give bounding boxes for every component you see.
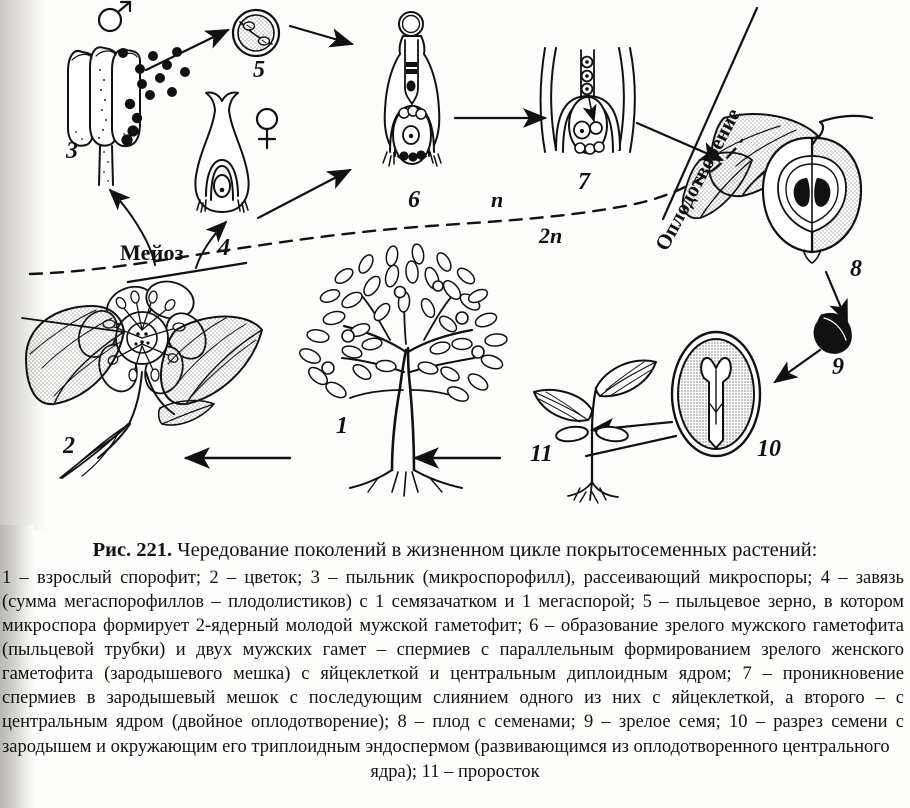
label-6: 6 xyxy=(408,187,420,213)
label-3: 3 xyxy=(66,138,78,164)
anther-drawing xyxy=(67,28,230,186)
fertilization-drawing xyxy=(539,47,636,155)
male-symbol-icon xyxy=(97,0,132,33)
arrow-meiosis-to-anther xyxy=(108,188,156,266)
pollen-grain-drawing xyxy=(231,8,355,58)
label-5: 5 xyxy=(253,57,265,83)
label-2: 2 xyxy=(63,433,75,459)
meiosis-underline xyxy=(126,261,248,284)
adult-tree-drawing xyxy=(183,243,508,497)
label-8: 8 xyxy=(850,256,862,282)
label-10: 10 xyxy=(757,436,781,462)
caption-title: Рис. 221. Чередование поколений в жизнен… xyxy=(18,538,892,562)
label-n: n xyxy=(491,187,504,212)
seed-drawing xyxy=(773,313,852,384)
apple-fruit-drawing xyxy=(681,113,874,325)
ploidy-boundary-dashed-line xyxy=(28,138,744,276)
arrow-ovary-to-embryosac xyxy=(256,168,352,220)
pollen-tube-embryo-sac-drawing xyxy=(382,11,548,167)
seedling-drawing xyxy=(412,359,657,504)
arrow-anther-to-pollen xyxy=(144,28,230,72)
diagram-svg xyxy=(21,0,874,504)
label-11: 11 xyxy=(530,441,553,467)
label-9: 9 xyxy=(832,354,844,380)
caption-body: 1 – взрослый спорофит; 2 – цветок; 3 – п… xyxy=(2,568,904,757)
female-symbol-icon xyxy=(255,107,279,150)
seed-section-drawing xyxy=(584,330,762,458)
figure-caption: Рис. 221. Чередование поколений в жизнен… xyxy=(0,528,910,784)
caption-title-text: Чередование поколений в жизненном цикле … xyxy=(177,539,818,561)
fertilization-underline xyxy=(661,6,759,221)
label-1: 1 xyxy=(336,413,348,439)
figure-number: Рис. 221. xyxy=(92,539,173,561)
arrow-fruit-to-seed xyxy=(824,270,849,325)
arrow-seed-to-section xyxy=(773,348,822,384)
label-4: 4 xyxy=(218,235,230,261)
arrow-meiosis-to-ovary xyxy=(195,220,228,269)
caption-last-line: ядра); 11 – проросток xyxy=(370,761,540,782)
label-2n: 2n xyxy=(539,223,563,248)
arrow-pollen-to-tube xyxy=(288,24,355,48)
meiosis-label: Мейоз xyxy=(120,240,184,265)
label-7: 7 xyxy=(578,169,590,195)
flower-drawing xyxy=(21,280,263,479)
arrow-to-fruit xyxy=(635,121,725,162)
microspores xyxy=(118,47,190,146)
ovary-drawing xyxy=(194,91,352,220)
